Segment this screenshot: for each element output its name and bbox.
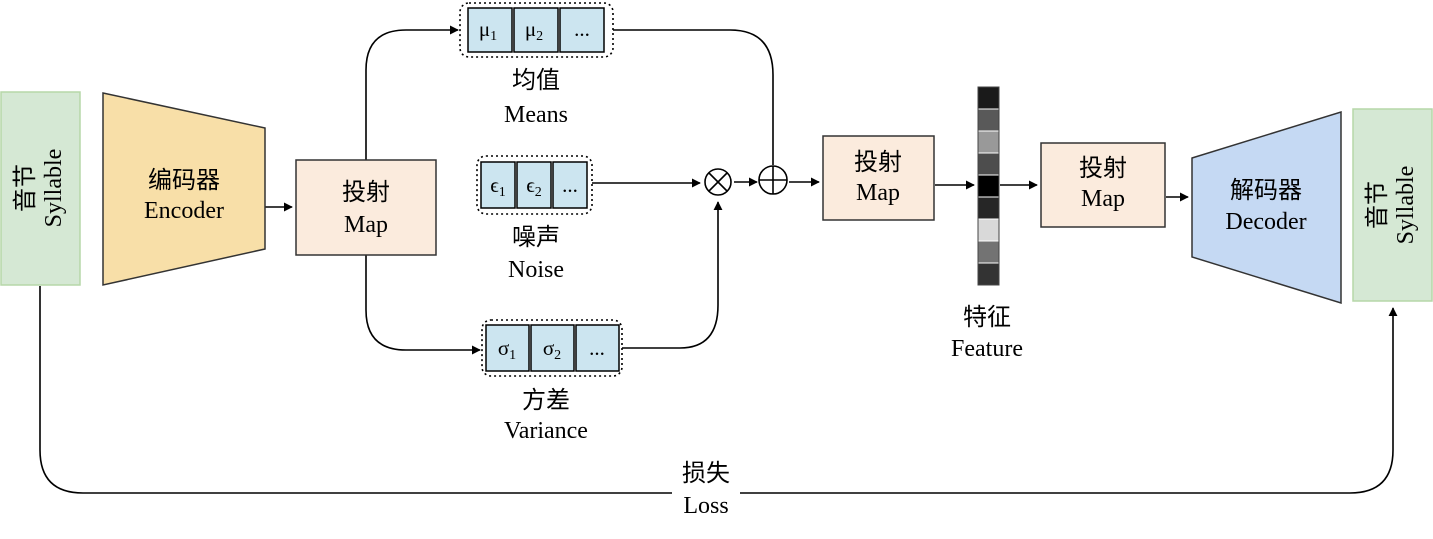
feature-cell [977, 262, 1000, 286]
map-block-1: 投射 Map [295, 159, 437, 256]
feature-zh: 特征 [963, 304, 1011, 331]
feature-cell [977, 174, 1000, 198]
encoder-block: 编码器 Encoder [102, 92, 266, 286]
feature-vector: 特征 Feature [951, 86, 1023, 362]
loss-label: 损失 Loss [682, 460, 730, 519]
means-zh: 均值 [512, 67, 560, 94]
variance-zh: 方差 [522, 387, 570, 414]
noise-zh: 噪声 [512, 224, 560, 251]
encoder-en: Encoder [144, 198, 224, 224]
arrow-map-to-means [365, 25, 459, 160]
noise-cell-1: ϵ1 [490, 173, 506, 200]
multiply-operator [704, 168, 732, 196]
decoder-block: 解码器 Decoder [1191, 110, 1342, 305]
means-cell-1: μ1 [479, 17, 497, 44]
variance-en: Variance [504, 418, 588, 444]
noise-en: Noise [508, 257, 564, 283]
feature-cell [977, 108, 1000, 132]
output-syllable-en: Syllable [1393, 166, 1419, 245]
decoder-zh: 解码器 [1230, 177, 1302, 204]
loss-zh: 损失 [682, 460, 730, 487]
feature-cell [977, 130, 1000, 154]
variance-cell-1: σ1 [498, 336, 516, 363]
decoder-en: Decoder [1225, 209, 1306, 235]
map3-en: Map [1081, 186, 1125, 212]
input-syllable-en: Syllable [41, 149, 67, 228]
noise-cell-ellipsis: ... [562, 173, 578, 197]
map3-zh: 投射 [1079, 155, 1127, 182]
feature-cells [977, 86, 1000, 286]
arrow-variance-to-multiply [622, 201, 723, 349]
loss-path-right [740, 307, 1398, 494]
map1-zh: 投射 [342, 179, 390, 206]
feature-cell [977, 240, 1000, 264]
means-en: Means [504, 102, 568, 128]
feature-cell [977, 196, 1000, 220]
means-vector: μ1 μ2 ... 均值 Means [459, 2, 614, 128]
encoder-zh: 编码器 [148, 167, 220, 194]
connectors [39, 25, 1398, 494]
line-means-to-add [613, 29, 774, 165]
noise-vector: ϵ1 ϵ2 ... 噪声 Noise [476, 155, 593, 283]
input-syllable-zh: 音节 [12, 164, 39, 212]
map-block-2: 投射 Map [822, 135, 935, 221]
feature-en: Feature [951, 336, 1023, 362]
variance-cell-ellipsis: ... [589, 336, 605, 360]
map2-zh: 投射 [854, 149, 902, 176]
noise-cell-2: ϵ2 [526, 173, 542, 200]
variance-vector: σ1 σ2 ... 方差 Variance [481, 319, 623, 444]
feature-cell [977, 86, 1000, 110]
loss-path-left [39, 286, 672, 494]
output-syllable-box: 音节 Syllable [1352, 108, 1433, 302]
map1-en: Map [344, 212, 388, 238]
feature-cell [977, 218, 1000, 242]
arrow-map-to-variance [365, 255, 481, 355]
add-operator [758, 165, 788, 195]
map2-en: Map [856, 180, 900, 206]
input-syllable-box: 音节 Syllable [0, 91, 81, 286]
feature-outline [977, 86, 1000, 286]
variance-cell-2: σ2 [543, 336, 561, 363]
output-syllable-zh: 音节 [1364, 181, 1391, 229]
means-cell-2: μ2 [525, 17, 543, 44]
feature-cell [977, 152, 1000, 176]
means-cell-ellipsis: ... [574, 17, 590, 41]
map-block-3: 投射 Map [1040, 142, 1166, 228]
loss-en: Loss [683, 493, 728, 519]
